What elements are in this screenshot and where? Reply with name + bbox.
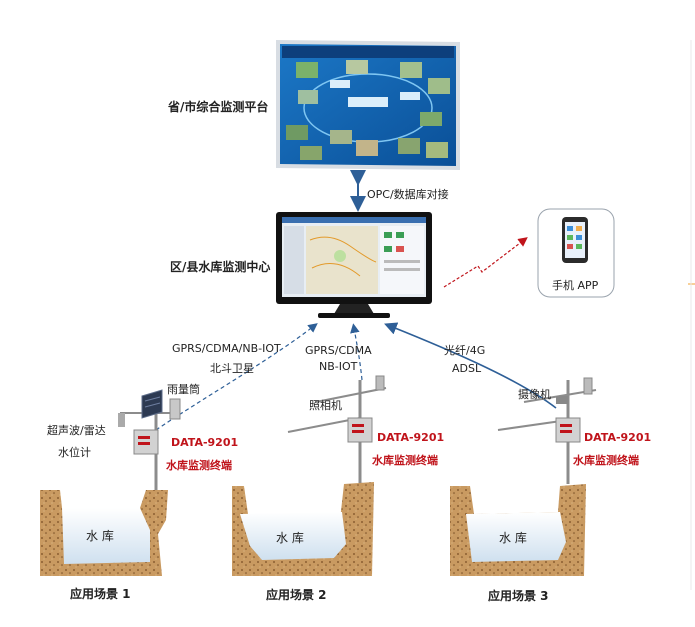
- scene2-link-label-1: GPRS/CDMA: [305, 344, 372, 357]
- scene3-terminal-name: 水库监测终端: [573, 454, 639, 467]
- scene3-reservoir-label: 水 库: [499, 531, 527, 545]
- scene1-terminal-model: DATA-9201: [171, 436, 239, 449]
- scene1-reservoir: [40, 490, 168, 576]
- rain-gauge-label: 雨量筒: [167, 383, 200, 396]
- scene1-reservoir-label: 水 库: [86, 529, 114, 543]
- scene3-link-label-2: ADSL: [452, 362, 482, 375]
- scene1-link-arrow: [155, 323, 318, 431]
- scene3-link-label-1: 光纤/4G: [444, 344, 486, 357]
- level-meter-label-1: 超声波/雷达: [47, 424, 106, 437]
- scene1-station: [118, 389, 181, 492]
- scene2-station: [287, 375, 387, 484]
- scene2-reservoir: [232, 482, 374, 576]
- scene3-reservoir: [450, 484, 586, 576]
- scene2-terminal-name: 水库监测终端: [372, 454, 438, 467]
- scene1-link-label-1: GPRS/CDMA/NB-IOT: [172, 342, 281, 355]
- camera-photo-label: 照相机: [309, 399, 342, 412]
- scene1-link-label-2: 北斗卫星: [210, 362, 254, 375]
- scene3-station: [497, 377, 597, 484]
- scene3-link-arrow: [384, 322, 557, 409]
- wireless-link-arrow: [443, 237, 528, 288]
- platform-screen: [276, 40, 460, 170]
- scene1-title: 应用场景 1: [70, 587, 131, 601]
- monitor: [276, 212, 432, 318]
- scene3-title: 应用场景 3: [488, 589, 549, 603]
- scene2-terminal-model: DATA-9201: [377, 431, 445, 444]
- scene2-title: 应用场景 2: [266, 588, 327, 602]
- scene2-reservoir-label: 水 库: [276, 531, 304, 545]
- scene1-terminal-name: 水库监测终端: [166, 459, 232, 472]
- camera-video-label: 摄像机: [518, 388, 551, 401]
- scene2-link-label-2: NB-IOT: [319, 360, 358, 373]
- mobile-app-box: [537, 208, 615, 298]
- platform-label: 省/市综合监测平台: [168, 100, 269, 114]
- center-label: 区/县水库监测中心: [170, 260, 271, 274]
- level-meter-label-2: 水位计: [58, 446, 91, 459]
- mobile-app-label: 手机 APP: [552, 279, 599, 292]
- opc-link-label: OPC/数据库对接: [367, 188, 449, 201]
- scene3-terminal-model: DATA-9201: [584, 431, 652, 444]
